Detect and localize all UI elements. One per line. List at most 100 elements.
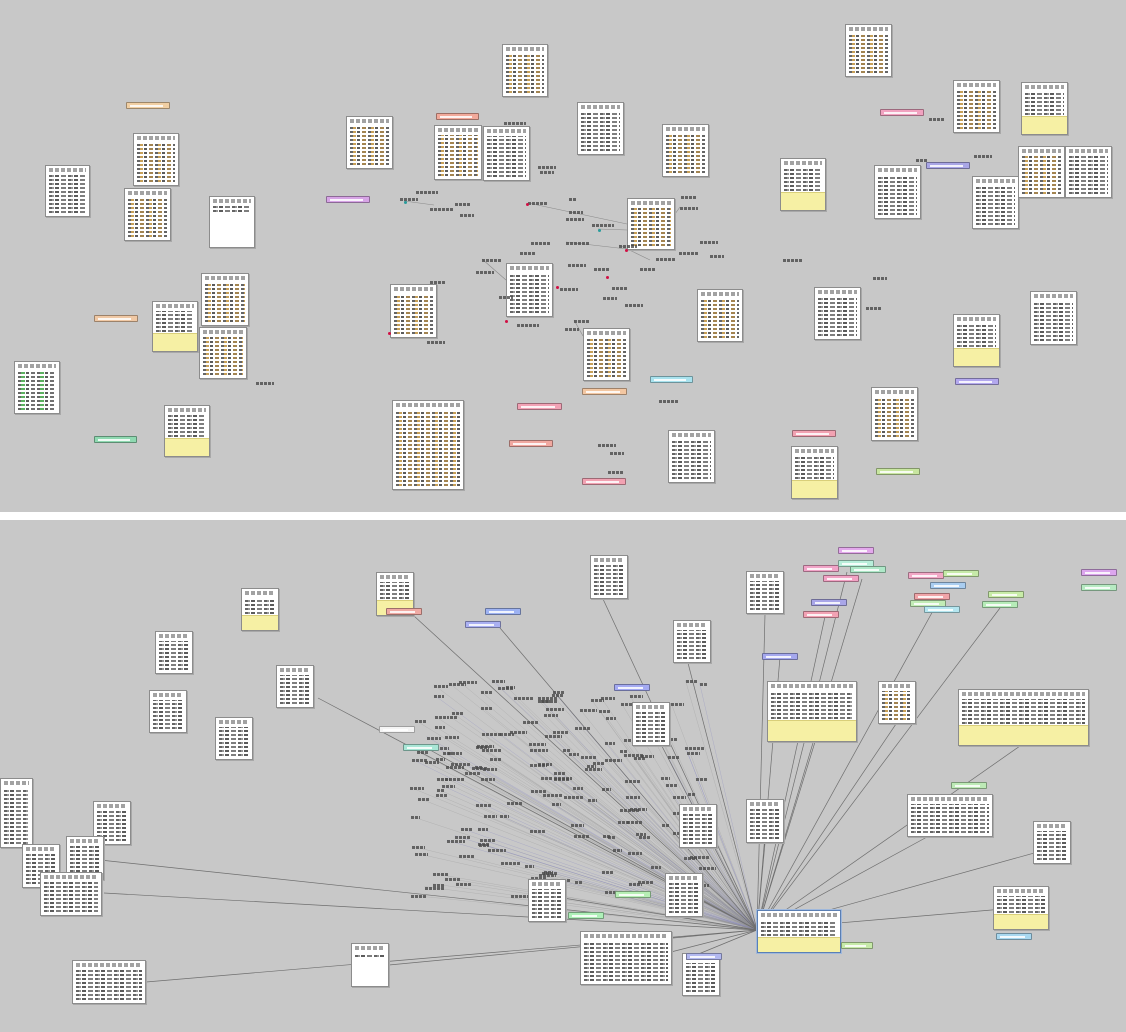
note-card-t29[interactable]: [972, 176, 1019, 229]
tag-node-tt11[interactable]: [880, 109, 924, 116]
link-anchor-dot-t6[interactable]: [625, 249, 628, 252]
tag-node-bt19[interactable]: [465, 621, 501, 628]
note-card-b27[interactable]: [580, 931, 672, 985]
tag-node-bt9[interactable]: [1081, 584, 1117, 591]
note-card-t1[interactable]: [45, 165, 90, 217]
tag-node-bt13[interactable]: [982, 601, 1018, 608]
note-card-b24[interactable]: [665, 873, 703, 917]
note-card-b21[interactable]: [907, 794, 993, 837]
note-card-b13[interactable]: [958, 689, 1089, 746]
tag-node-tt12[interactable]: [926, 162, 970, 169]
note-card-b30[interactable]: [72, 960, 146, 1004]
tag-node-bt26[interactable]: [568, 912, 604, 919]
note-card-b11[interactable]: [767, 681, 857, 742]
note-card-t18[interactable]: [390, 284, 437, 338]
tag-node-tt13[interactable]: [955, 378, 999, 385]
note-card-t4[interactable]: [209, 196, 255, 248]
tag-node-bt7[interactable]: [943, 570, 979, 577]
tag-node-bt16[interactable]: [811, 599, 847, 606]
tag-node-tt9[interactable]: [582, 478, 626, 485]
note-card-b22[interactable]: [1033, 821, 1071, 864]
link-anchor-dot-t5[interactable]: [404, 201, 407, 204]
link-anchor-dot-t0[interactable]: [526, 203, 529, 206]
note-card-t26[interactable]: [874, 165, 921, 219]
note-card-t27[interactable]: [953, 80, 1000, 133]
tag-node-bt20[interactable]: [386, 608, 422, 615]
note-card-b25[interactable]: [757, 910, 841, 953]
tag-node-tt2[interactable]: [94, 315, 138, 322]
note-card-b12[interactable]: [878, 681, 916, 724]
note-card-t12[interactable]: [483, 126, 530, 181]
note-card-t17[interactable]: [506, 263, 553, 317]
note-card-b28[interactable]: [351, 943, 389, 987]
note-card-t31[interactable]: [1065, 146, 1112, 198]
note-card-b8[interactable]: [276, 665, 314, 708]
note-card-t7[interactable]: [152, 301, 198, 352]
tag-node-bt6[interactable]: [908, 572, 944, 579]
note-card-b19[interactable]: [679, 804, 717, 848]
tag-node-bt24[interactable]: [403, 744, 439, 751]
note-card-b4[interactable]: [673, 620, 711, 663]
tag-node-bt27[interactable]: [615, 891, 651, 898]
note-card-t22[interactable]: [668, 430, 715, 483]
tag-node-bt17[interactable]: [803, 611, 839, 618]
note-card-b20[interactable]: [746, 799, 784, 843]
note-card-b26[interactable]: [993, 886, 1049, 930]
note-card-t16[interactable]: [627, 198, 675, 250]
tag-node-bt25[interactable]: [951, 782, 987, 789]
note-card-t28[interactable]: [1021, 82, 1068, 135]
note-card-t35[interactable]: [791, 446, 838, 499]
tag-node-bt4[interactable]: [850, 566, 886, 573]
note-card-b18[interactable]: [40, 872, 102, 916]
note-card-t14[interactable]: [577, 102, 624, 155]
canvas-top-view[interactable]: [0, 0, 1126, 512]
note-card-t25[interactable]: [845, 24, 892, 77]
canvas-bottom-view[interactable]: [0, 520, 1126, 1032]
link-anchor-dot-t7[interactable]: [606, 276, 609, 279]
tag-node-bt18[interactable]: [485, 608, 521, 615]
note-card-b10[interactable]: [632, 702, 670, 746]
tag-node-tt4[interactable]: [326, 196, 370, 203]
note-card-t32[interactable]: [1030, 291, 1077, 345]
note-card-t34[interactable]: [871, 387, 918, 441]
tag-node-tt3[interactable]: [94, 436, 137, 443]
tag-node-bt28[interactable]: [841, 942, 873, 949]
tag-node-bt29[interactable]: [996, 933, 1032, 940]
note-card-t20[interactable]: [697, 289, 743, 342]
note-card-t23[interactable]: [780, 158, 826, 211]
note-card-t10[interactable]: [346, 116, 393, 169]
tag-node-bt15[interactable]: [924, 606, 960, 613]
tag-node-bt11[interactable]: [914, 593, 950, 600]
link-anchor-dot-t4[interactable]: [598, 229, 601, 232]
tag-node-tt15[interactable]: [876, 468, 920, 475]
tag-node-tt6[interactable]: [517, 403, 562, 410]
note-card-t5[interactable]: [201, 273, 249, 326]
tag-node-bt5[interactable]: [823, 575, 859, 582]
note-card-t21[interactable]: [392, 400, 464, 490]
tag-node-bt23[interactable]: [379, 726, 415, 733]
note-card-b7[interactable]: [149, 690, 187, 733]
note-card-t13[interactable]: [502, 44, 548, 97]
note-card-t11[interactable]: [434, 125, 482, 180]
link-anchor-dot-t3[interactable]: [388, 332, 391, 335]
tag-node-tt14[interactable]: [792, 430, 836, 437]
note-card-t6[interactable]: [199, 327, 247, 379]
note-card-b9[interactable]: [215, 717, 253, 760]
tag-node-tt5[interactable]: [436, 113, 479, 120]
tag-node-tt7[interactable]: [509, 440, 553, 447]
tag-node-bt12[interactable]: [988, 591, 1024, 598]
note-card-b14[interactable]: [0, 778, 33, 848]
note-card-b23[interactable]: [528, 879, 566, 922]
link-anchor-dot-t1[interactable]: [556, 286, 559, 289]
note-card-b3[interactable]: [590, 555, 628, 599]
tag-node-tt10[interactable]: [650, 376, 693, 383]
note-card-t9[interactable]: [164, 405, 210, 457]
tag-node-bt10[interactable]: [930, 582, 966, 589]
tag-node-bt1[interactable]: [838, 547, 874, 554]
note-card-t8[interactable]: [14, 361, 60, 414]
note-card-t2[interactable]: [133, 133, 179, 186]
note-card-t19[interactable]: [583, 328, 630, 381]
tag-node-tt8[interactable]: [582, 388, 627, 395]
tag-node-bt2[interactable]: [803, 565, 839, 572]
note-card-b5[interactable]: [746, 571, 784, 614]
